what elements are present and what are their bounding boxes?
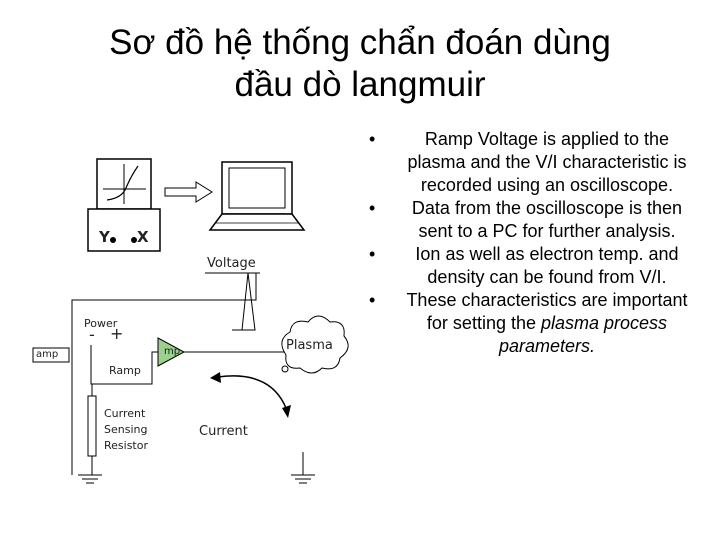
plasma-cloud-icon (281, 315, 349, 374)
data-arrow (164, 181, 213, 203)
bullet-item: These characteristics are important for … (365, 289, 695, 358)
plasma-label: Plasma (286, 338, 333, 353)
power-label: Power (84, 317, 118, 330)
ground-icon (291, 474, 315, 484)
ground-icon (78, 474, 102, 484)
current-label: Current (199, 424, 248, 439)
langmuir-probe-diagram: Y X Voltage Power - + amp mp Ramp Plasma… (0, 140, 370, 540)
voltage-label: Voltage (207, 256, 256, 271)
amp-left-label: amp (36, 349, 59, 360)
title-line-1: Sơ đồ hệ thống chẩn đoán dùng (109, 23, 611, 62)
bullet-text: Ion as well as electron temp. and densit… (415, 244, 679, 287)
y-label: Y (99, 228, 110, 246)
bullet-italic-text: plasma process parameters. (498, 313, 668, 356)
laptop-icon (208, 161, 306, 231)
bullet-item: Ion as well as electron temp. and densit… (365, 243, 695, 289)
slide-title: Sơ đồ hệ thống chẩn đoán dùng đầu dò lan… (0, 22, 720, 106)
current-sensing-label-2: Sensing (104, 423, 148, 436)
bullet-item: Data from the oscilloscope is then sent … (365, 197, 695, 243)
amplifier-icon (157, 337, 186, 367)
diagram-drawing (32, 158, 349, 484)
current-sensing-label-3: Resistor (104, 439, 148, 452)
minus-label: - (89, 325, 95, 344)
current-sensing-label-1: Current (104, 407, 146, 420)
amp-mid-label: mp (164, 346, 181, 357)
bullet-text: Data from the oscilloscope is then sent … (411, 198, 683, 241)
bullet-item: Ramp Voltage is applied to the plasma an… (365, 128, 695, 197)
bullet-list: Ramp Voltage is applied to the plasma an… (365, 128, 695, 358)
bullet-text: Ramp Voltage is applied to the plasma an… (407, 129, 687, 195)
bullet-text: These characteristics are important for … (406, 290, 688, 333)
ramp-label: Ramp (109, 364, 141, 377)
x-label: X (137, 228, 149, 246)
oscilloscope-icon (87, 158, 161, 252)
title-line-2: đầu dò langmuir (234, 65, 486, 104)
plus-label: + (110, 324, 124, 343)
